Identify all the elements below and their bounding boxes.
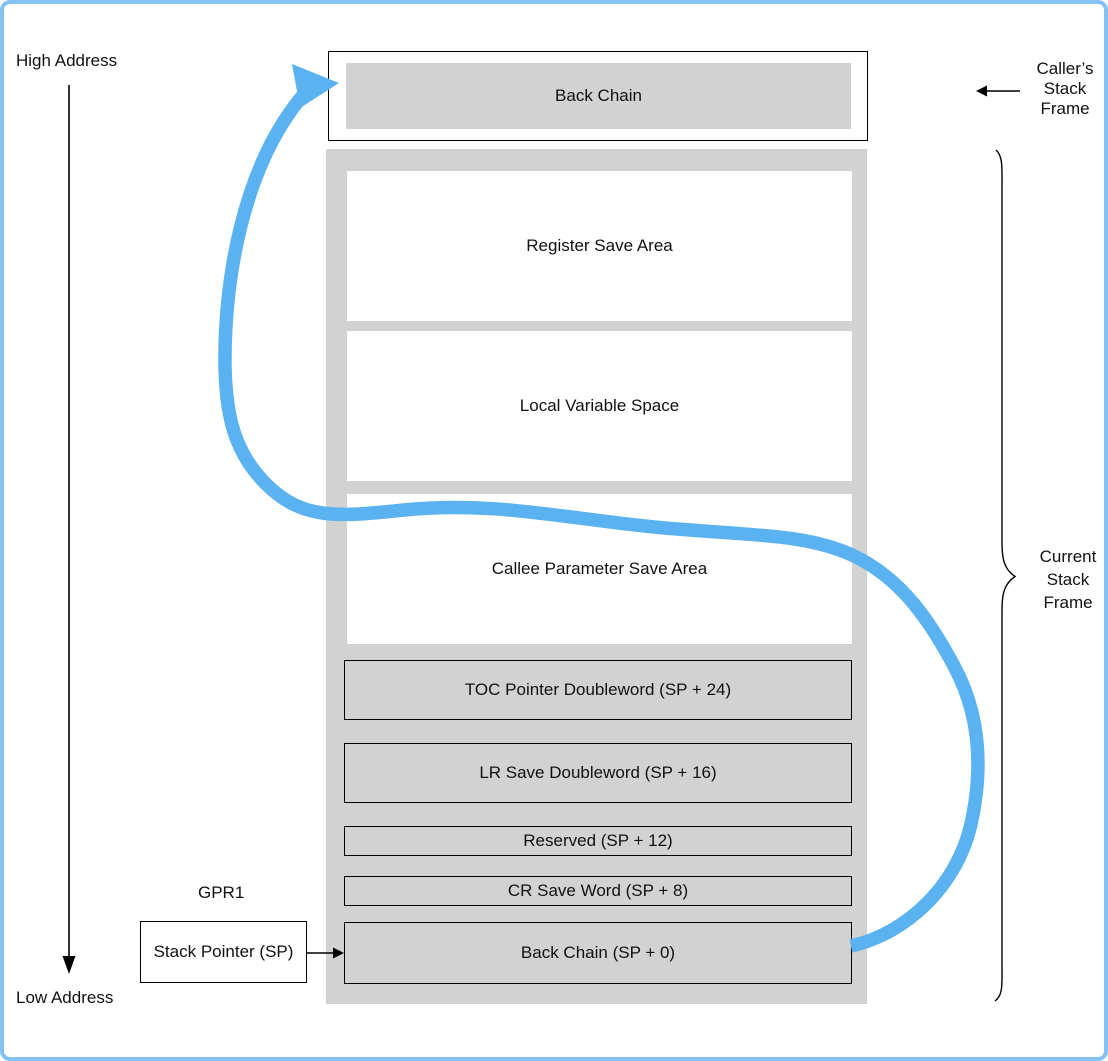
address-axis-arrow bbox=[62, 85, 76, 974]
current-stack-frame-container: Register Save Area Local Variable Space … bbox=[326, 149, 867, 1004]
slot-reserved: Reserved (SP + 12) bbox=[344, 826, 852, 856]
gpr1-label: GPR1 bbox=[198, 883, 245, 902]
caller-back-chain-slot: Back Chain bbox=[346, 63, 851, 129]
callers-stack-frame-label: Caller’s Stack Frame bbox=[1036, 59, 1094, 118]
slot-back-chain-sp0: Back Chain (SP + 0) bbox=[344, 922, 852, 984]
caller-stack-frame-box: Back Chain bbox=[328, 51, 868, 141]
slot-callee-parameter-save-area: Callee Parameter Save Area bbox=[347, 494, 852, 644]
slot-cr-save-word: CR Save Word (SP + 8) bbox=[344, 876, 852, 906]
high-address-label: High Address bbox=[16, 51, 118, 70]
callers-frame-arrow bbox=[976, 85, 1020, 97]
low-address-label: Low Address bbox=[16, 988, 114, 1007]
slot-lr-save-doubleword: LR Save Doubleword (SP + 16) bbox=[344, 743, 852, 803]
current-stack-frame-label: Current Stack Frame bbox=[1039, 547, 1097, 612]
slot-toc-pointer-doubleword: TOC Pointer Doubleword (SP + 24) bbox=[344, 660, 852, 720]
slot-register-save-area: Register Save Area bbox=[347, 171, 852, 321]
current-frame-brace bbox=[994, 149, 1017, 1002]
slot-local-variable-space: Local Variable Space bbox=[347, 331, 852, 481]
stack-pointer-box: Stack Pointer (SP) bbox=[140, 921, 307, 983]
